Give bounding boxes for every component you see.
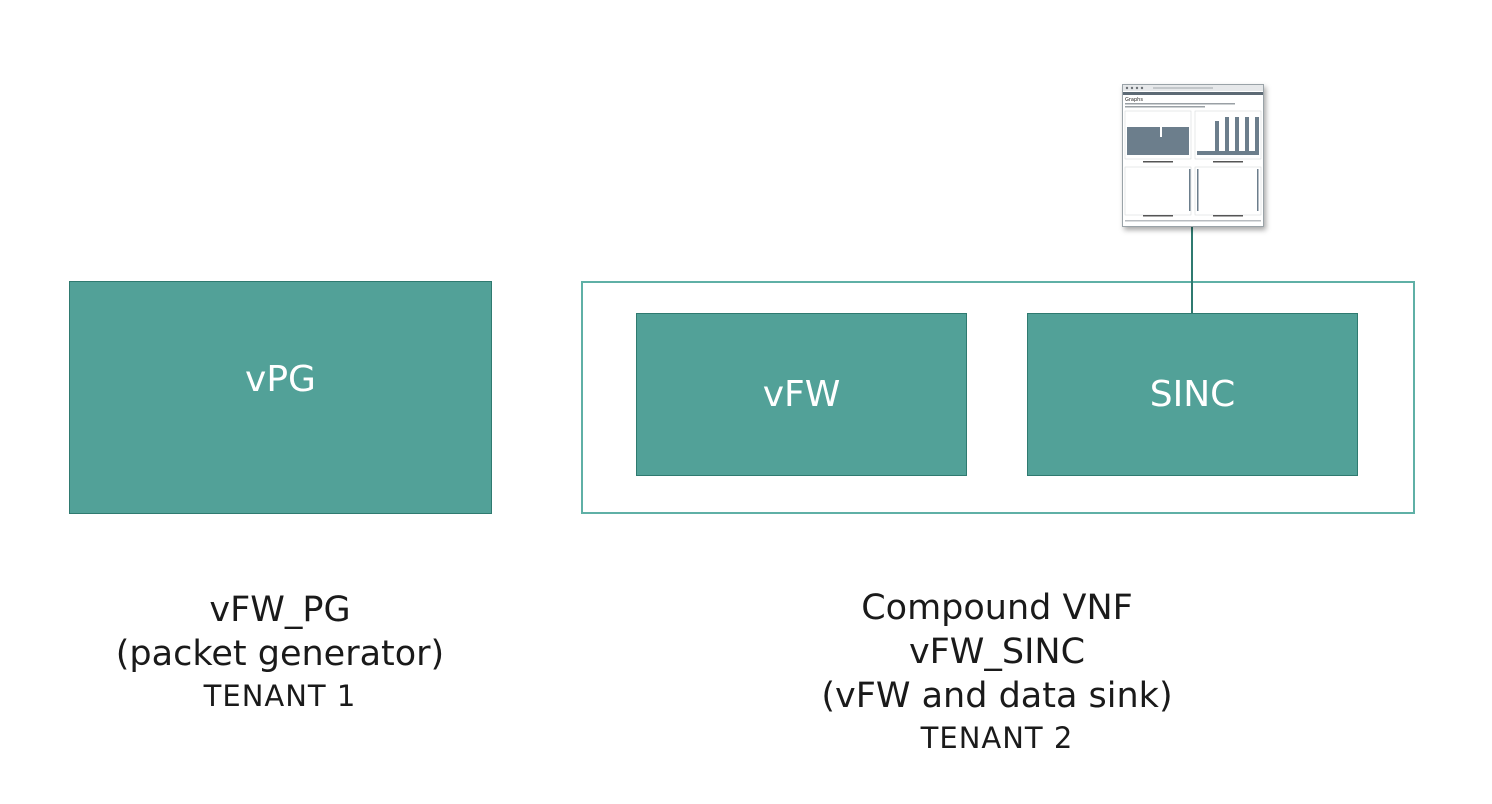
compound-vnf-caption: Compound VNF vFW_SINC (vFW and data sink… bbox=[797, 586, 1197, 758]
tenant-1-label: TENANT 1 bbox=[203, 679, 357, 713]
compound-vnf-frame bbox=[581, 281, 1415, 514]
vpg-label: vPG bbox=[245, 359, 316, 400]
vfw-pg-name: vFW_PG bbox=[209, 590, 351, 630]
vfw-sinc-description: (vFW and data sink) bbox=[821, 676, 1173, 716]
graph-screenshot-thumbnail: Graphs bbox=[1122, 84, 1264, 227]
vfw-pg-description: (packet generator) bbox=[115, 634, 445, 674]
vfw-label: vFW bbox=[762, 374, 841, 415]
vfw-pg-caption: vFW_PG (packet generator) TENANT 1 bbox=[80, 588, 480, 716]
sinc-label: SINC bbox=[1149, 374, 1236, 415]
vfw-box: vFW bbox=[636, 313, 967, 476]
sinc-to-graph-connector bbox=[1191, 222, 1193, 314]
graph-thumbnail-image: Graphs bbox=[1123, 85, 1263, 222]
vfw-sinc-name: vFW_SINC bbox=[908, 632, 1086, 672]
thumbnail-title: Graphs bbox=[1125, 97, 1143, 103]
compound-vnf-title: Compound VNF bbox=[861, 588, 1133, 628]
vpg-box: vPG bbox=[69, 281, 492, 514]
tenant-2-label: TENANT 2 bbox=[920, 721, 1074, 755]
sinc-box: SINC bbox=[1027, 313, 1358, 476]
